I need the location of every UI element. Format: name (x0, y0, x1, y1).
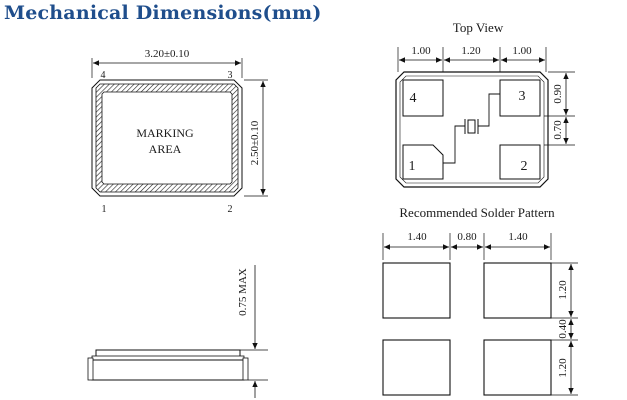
pad-3 (499, 79, 541, 117)
top-view-title: Top View (453, 20, 504, 35)
pad-4-label: 4 (410, 91, 417, 106)
solder-dim-gap: 0.80 (457, 231, 477, 243)
pin-1-label: 1 (102, 204, 107, 215)
top-view-dim-mid: 1.20 (461, 45, 481, 57)
solder-pad-top-right (483, 262, 552, 319)
pad-2-label: 2 (521, 159, 528, 174)
solder-pad-top-left (382, 262, 451, 319)
solder-dim-v-bottom: 1.20 (557, 358, 569, 378)
top-view-dim-left: 1.00 (411, 45, 431, 57)
top-view-dim-right: 1.00 (512, 45, 532, 57)
solder-dim-v-gap: 0.40 (557, 319, 569, 339)
pin-4-label: 4 (101, 70, 106, 81)
pin-3-label: 3 (228, 70, 233, 81)
top-view-outline (395, 71, 549, 188)
solder-dim-v-top: 1.20 (557, 280, 569, 300)
side-base (91, 359, 245, 381)
pad-2 (499, 144, 541, 180)
pad-3-label: 3 (519, 89, 526, 104)
seal-ring-hatch (95, 83, 239, 193)
width-dimension-label: 3.20±0.10 (145, 48, 190, 60)
top-view-dim-v-bottom: 0.70 (552, 120, 564, 140)
solder-dim-left: 1.40 (407, 231, 427, 243)
marking-area-line1: MARKING (136, 126, 194, 140)
pad-1-label: 1 (409, 159, 416, 174)
pin-2-label: 2 (228, 204, 233, 215)
solder-pattern-title: Recommended Solder Pattern (399, 205, 555, 220)
page-title: Mechanical Dimensions(mm) (4, 2, 322, 24)
side-height-dimension-label: 0.75 MAX (237, 268, 249, 316)
solder-pad-bottom-left (382, 339, 451, 396)
height-dimension-label: 2.50±0.10 (249, 120, 261, 165)
solder-pad-bottom-right (483, 339, 552, 396)
package-top-view: MARKING AREA 4 3 1 2 3.20±0.10 2.50±0.10 (91, 48, 268, 215)
pad-1 (402, 144, 444, 180)
package-side-view: 0.75 MAX (87, 265, 268, 398)
pad-4 (402, 79, 444, 117)
marking-area-line2: AREA (149, 142, 182, 156)
solder-dim-right: 1.40 (508, 231, 528, 243)
crystal-symbol (443, 93, 500, 164)
top-view-pad-layout: Top View 1.00 1.20 1.00 4 3 1 2 (395, 20, 575, 188)
solder-pattern: Recommended Solder Pattern 1.40 0.80 1.4… (382, 205, 578, 396)
package-outline (91, 79, 243, 197)
top-view-dim-v-top: 0.90 (552, 84, 564, 104)
